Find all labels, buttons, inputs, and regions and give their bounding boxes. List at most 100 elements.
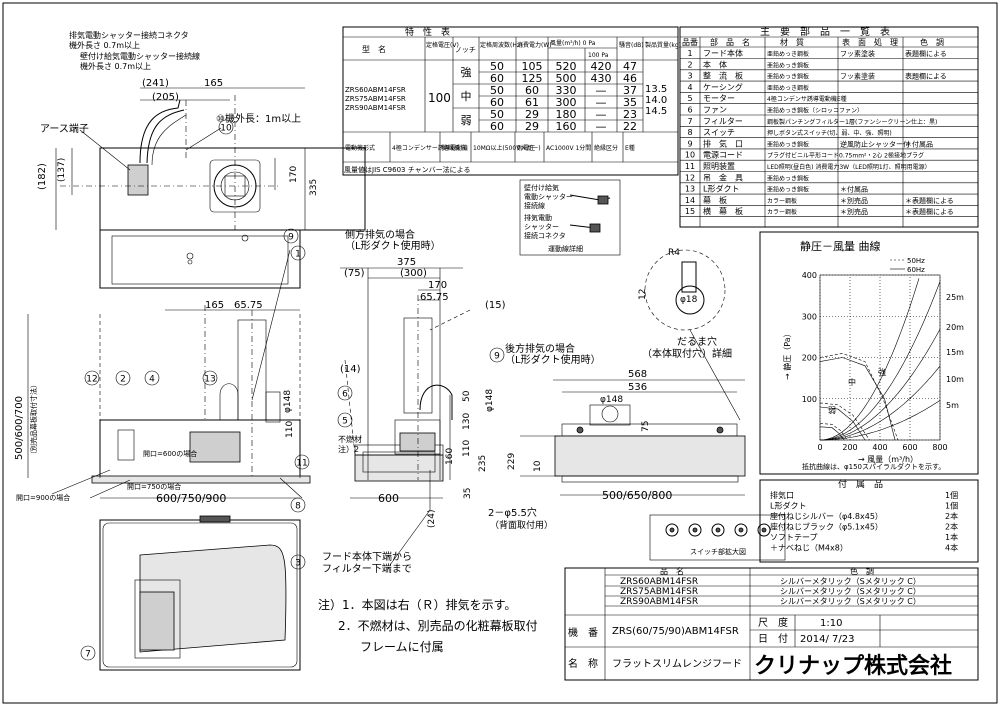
accessories-frame xyxy=(759,479,979,563)
tb-meisho: フラットスリムレンジフード xyxy=(612,658,742,670)
parts-table-grid xyxy=(679,26,979,228)
dim-568: 568 xyxy=(628,369,647,380)
x-tick-label: 200 xyxy=(842,443,857,452)
dim-148c: φ148 xyxy=(600,395,623,405)
note-length-b: 機外長さ 0.7m以上 xyxy=(80,61,151,71)
fan-curve-弱 xyxy=(819,426,845,441)
dim-148b: φ148 xyxy=(485,389,495,412)
tb-company: クリナップ株式会社 xyxy=(754,653,952,679)
parts-row-material: プラグ付ビニル平形コード0.75mm²・2心 2極接地プラグ xyxy=(767,152,924,160)
parts-row-name: 整 流 板 xyxy=(703,71,743,81)
parts-row-color: 表題欄による xyxy=(905,49,947,58)
dim-6575: 65.75 xyxy=(234,300,263,311)
callout-number: 9 xyxy=(494,352,500,362)
callout-number: 10 xyxy=(220,124,232,134)
spec-cell-notch: 弱 xyxy=(461,114,472,127)
y-axis-label: → 静圧（Pa） xyxy=(782,329,792,380)
callout-number: 13 xyxy=(204,375,215,385)
spec-cell-notch: 強 xyxy=(461,66,472,79)
parts-row-material: 鋼板製パンチングフィルター1層(ファンシークリーン仕上：黒) xyxy=(767,118,937,126)
spec-cell-q100: — xyxy=(596,120,607,133)
resistance-curve xyxy=(820,365,941,441)
parts-row-material: 亜鉛めっき鋼板 xyxy=(767,186,809,194)
x-tick-label: 400 xyxy=(872,443,887,452)
callout-number: 3 xyxy=(295,559,301,569)
spec-cell-hz: 50 xyxy=(490,108,504,121)
callout-circle xyxy=(115,370,131,386)
acc-item: 座付ねじシルバー（φ4.8x45） xyxy=(770,511,883,521)
tb-model-2: ZRS75ABM14FSR xyxy=(620,587,698,597)
front-view xyxy=(27,249,311,499)
label-detail-hole2: （本体取付穴）詳細 xyxy=(642,347,732,360)
callout-number: 6 xyxy=(342,390,348,400)
parts-row-name: ファン xyxy=(703,106,727,115)
tb-meisho-label: 名 称 xyxy=(568,657,598,670)
dim-35: 35 xyxy=(463,488,473,499)
dim-50: 50 xyxy=(462,390,472,402)
resistance-curve xyxy=(819,281,941,441)
acc-item: 排気口 xyxy=(770,490,794,500)
parts-header-cell: 材 質 xyxy=(780,37,804,47)
callout-circle xyxy=(283,228,299,244)
spec-table-grid xyxy=(342,26,679,176)
label-filter-note1: フード本体下端から xyxy=(322,550,412,563)
acc-item: L形ダクト xyxy=(770,501,806,511)
dim-55-hole: 2－φ5.5穴 xyxy=(488,506,537,519)
spec-cell-w: 60 xyxy=(525,84,539,97)
spec-cell-w: 125 xyxy=(522,72,543,85)
resistance-label: 5m xyxy=(946,401,959,410)
back-view xyxy=(520,379,746,496)
parts-header-cell: 品番 xyxy=(682,37,698,47)
tb-kiban: ZRS(60/75/90)ABM14FSR xyxy=(612,626,739,637)
parts-header-cell: 色 調 xyxy=(920,37,944,47)
tb-date: 2014/ 7/23 xyxy=(800,634,854,645)
dim-170b: 170 xyxy=(428,280,447,291)
wire-4: 排気電動 xyxy=(524,213,552,222)
callout-circle xyxy=(294,454,310,470)
dim-6575b: 65.75 xyxy=(420,292,449,303)
spec-model-1: ZRS60ABM14FSR xyxy=(345,86,406,94)
parts-row-no: 13 xyxy=(685,185,695,194)
y-tick-label: 300 xyxy=(802,312,817,321)
dim-148: φ148 xyxy=(283,390,293,413)
wire-6: 接続コネクタ xyxy=(524,231,566,240)
acc-qty: 4本 xyxy=(945,543,958,553)
x-tick-label: 600 xyxy=(902,443,917,452)
spec-cell-db: 37 xyxy=(623,84,637,97)
parts-row-material: 押しボタン式スイッチ(切、弱、中、強、照明) xyxy=(767,129,892,137)
spec-cell-hz: 60 xyxy=(490,96,504,109)
parts-row-no: 6 xyxy=(687,106,692,115)
dim-241: (241) xyxy=(142,78,169,89)
spec-cell-notch: 中 xyxy=(461,90,472,103)
dim-500: 500/600/700 xyxy=(14,396,25,460)
callout-circle xyxy=(489,347,505,363)
spec-title: 特 性 表 xyxy=(405,26,450,38)
callout-circle xyxy=(337,412,353,428)
curve-label-weak: 弱 xyxy=(828,406,836,415)
spec-weight-3: 14.5 xyxy=(645,106,667,117)
spec-cell-q0: 520 xyxy=(556,60,577,73)
spec-voltage: 100 xyxy=(428,91,451,105)
spec-cell-q100: — xyxy=(596,108,607,121)
callout-circle xyxy=(84,370,100,386)
parts-row-color: ＊表題欄による xyxy=(905,207,954,216)
spec-footer-cell: 電動機形式 xyxy=(345,144,375,152)
fan-curve-中 xyxy=(819,406,866,441)
dim-75: (75) xyxy=(344,268,365,279)
wire-1: 壁付け給気 xyxy=(524,183,559,192)
parts-header-cell: 表 面 処 理 xyxy=(842,37,898,47)
dim-229: 229 xyxy=(507,453,517,470)
dim-170: 170 xyxy=(289,166,299,183)
dim-500b: 500/650/800 xyxy=(602,489,672,502)
parts-row-no: 12 xyxy=(685,173,695,182)
legend-60hz: 60Hz xyxy=(907,266,925,274)
fan-curve-弱 xyxy=(819,423,848,441)
note-length-a: 機外長さ 0.7m以上 xyxy=(69,40,140,50)
label-side-exhaust-sub: （L形ダクト使用時） xyxy=(345,239,441,252)
x-tick-label: 800 xyxy=(932,443,947,452)
chart-frame xyxy=(759,231,979,475)
dim-600b: 600 xyxy=(378,492,399,505)
note-earth-terminal: アース端子 xyxy=(40,122,89,135)
